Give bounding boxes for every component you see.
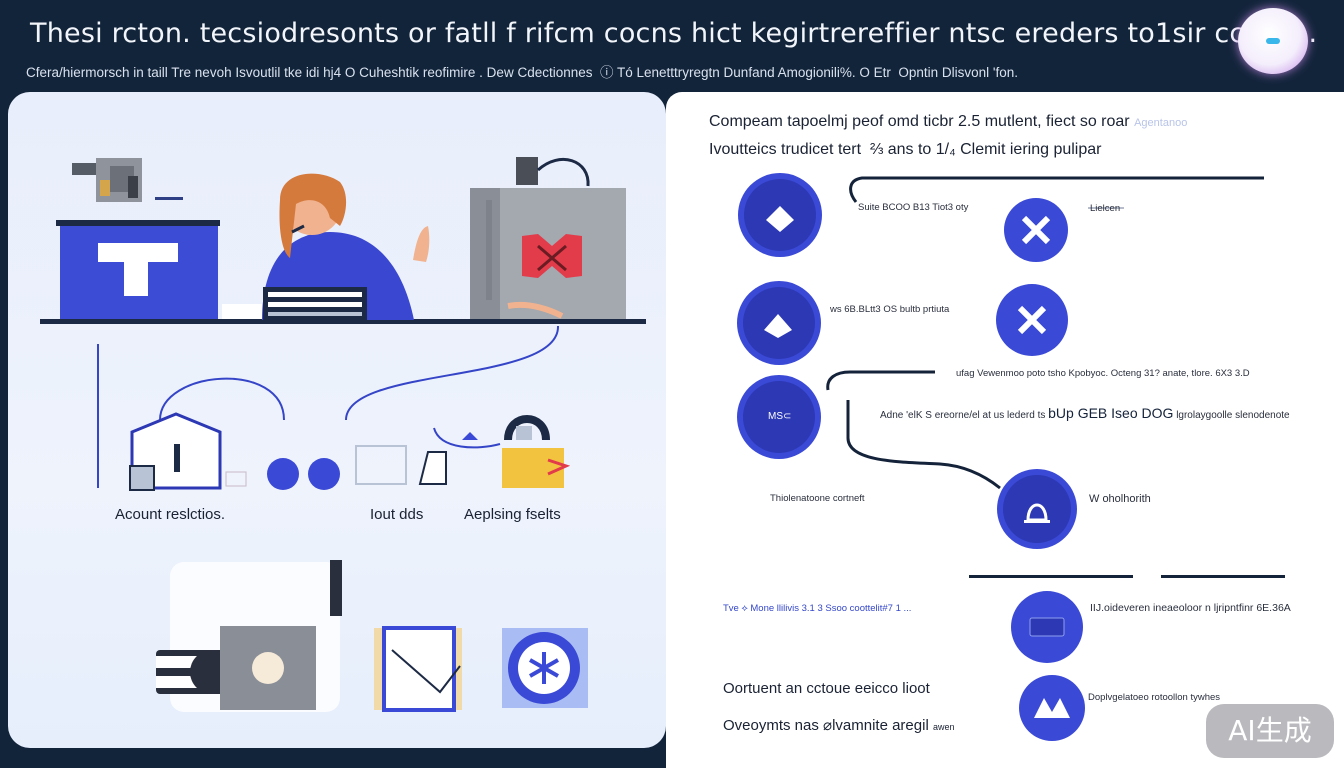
node-bell-icon — [997, 469, 1077, 549]
r1b-label: Lielcen — [1090, 203, 1121, 214]
r4b-text: bUp GEB Iseo DOG — [1048, 405, 1174, 421]
divider-left — [969, 575, 1133, 578]
mid-bracket-line — [826, 370, 935, 391]
server-box-icon — [470, 157, 626, 319]
r4c-text: lgrolaygoolle slenodenote — [1176, 410, 1290, 421]
node-ms-label: MS⊂ — [768, 411, 792, 422]
house-icon — [129, 412, 222, 491]
chart-board-icon — [374, 626, 462, 712]
bottom-line2-text: Oveoymts nas ⌀lvamnite aregil — [723, 717, 929, 734]
orb-indicator — [1266, 38, 1280, 44]
r5b-label: W oholhorith — [1089, 493, 1151, 505]
shelf-line — [40, 319, 646, 324]
bottom-line1: Oortuent an cctoue eeicco lioot — [723, 680, 930, 697]
dot-1 — [267, 458, 299, 490]
error-x-icon — [522, 234, 582, 278]
document-icon — [355, 432, 478, 485]
top-bracket-line — [849, 176, 1264, 203]
r5a-label: Thiolenatoone cortneft — [770, 493, 865, 504]
r4a-text: Adne 'elK S ereorne/el at us lederd ts — [880, 410, 1046, 421]
label-outdds: Iout dds — [370, 506, 424, 523]
node-m-logo-icon — [1019, 675, 1085, 741]
divider-right — [1161, 575, 1285, 578]
gadget-icon — [72, 158, 142, 202]
label-aeplsing: Aeplsing fselts — [464, 506, 561, 523]
connector-3 — [345, 325, 560, 421]
r7-label: Doplvgelatoeo rotoollon tywhes — [1088, 692, 1221, 703]
ai-generated-badge: AI生成 — [1206, 704, 1334, 758]
r3-label: ufag Vewenmoo poto tsho Kpobyoc. Octeng … — [956, 368, 1250, 379]
r2-label: ws 6B.BLtt3 OS bultb prtiuta — [830, 304, 950, 315]
gear-badge-icon — [502, 628, 588, 708]
page-title: Thesi rcton. tecsiodresonts or fatll f r… — [30, 18, 1318, 49]
bottom-line2-suffix: awen — [932, 722, 955, 732]
bottom-line2: Oveoymts nas ⌀lvamnite aregil awen — [723, 716, 954, 734]
connector-2 — [159, 377, 285, 421]
s-curve-line — [846, 400, 1001, 490]
r6b-label: IIJ.oideveren ineaeoloor n ljripntfinr 6… — [1090, 602, 1291, 614]
padlock-folder-icon — [502, 415, 571, 488]
laptop-icon — [263, 287, 367, 321]
r4-label: Adne 'elK S ereorne/el at us lederd ts b… — [880, 405, 1290, 421]
node-card-icon — [1011, 591, 1083, 663]
dot-2 — [308, 458, 340, 490]
page-subtitle: Cfera/hiermorsch in taill Tre nevoh Isvo… — [26, 65, 1019, 80]
pen-stand — [330, 560, 342, 616]
cabinet-t-icon — [98, 243, 178, 296]
node-close-icon-2 — [996, 284, 1068, 356]
right-title-line2: Ivoutteics trudicet tert ‎ ⅔ ans to 1/₄ … — [709, 141, 1102, 158]
r6a-label: Tve ⟡ Mone llilivis 3.1 3 Ssoo coottelit… — [723, 603, 912, 614]
node-close-icon-1 — [1004, 198, 1068, 262]
header: Thesi rcton. tecsiodresonts or fatll f r… — [0, 0, 1344, 92]
node-share-icon — [737, 281, 821, 365]
r1-label: Suite BCOO B13 Tiot3 oty — [858, 202, 969, 213]
face-icon — [252, 652, 284, 684]
label-account: Acount reslctios. — [115, 506, 226, 523]
right-title-line1-text: Compeam tapoelmj peof omd ticbr 2.5 mutl… — [709, 113, 1130, 130]
right-title-line1: Compeam tapoelmj peof omd ticbr 2.5 mutl… — [709, 113, 1187, 131]
right-title-faded: Agentanoo — [1134, 117, 1188, 129]
node-diamond-icon — [738, 173, 822, 257]
